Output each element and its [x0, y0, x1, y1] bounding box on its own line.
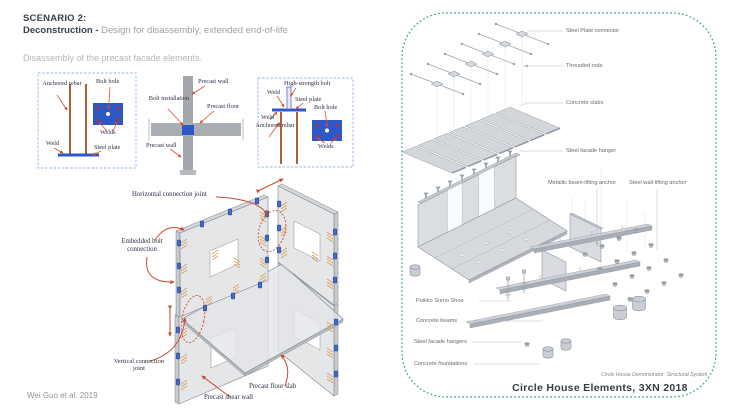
- label-steel-plate-connector: Steel Plate connector: [566, 28, 620, 34]
- label-horizontal-joint: Horizontal connection joint: [132, 191, 207, 198]
- label-bolt-installation: Bolt installation: [148, 95, 190, 102]
- label-precast-wall-top: Precast wall: [198, 78, 229, 85]
- label-steel-wall-lifting-anchor: Steel wall-lifting anchor: [629, 180, 687, 186]
- label-welds-2: Welds: [318, 143, 334, 150]
- diagram-caption: Circle House Elements, 3XN 2018: [512, 382, 688, 394]
- label-weld-left: Weld: [261, 114, 275, 121]
- label-high-strength-bolt: High-strength bolt: [284, 80, 331, 87]
- subtitle-bold: Deconstruction -: [23, 25, 99, 36]
- label-anchored-rebar-2: Anchored rebar: [255, 122, 295, 129]
- scenario-title: SCENARIO 2:: [23, 13, 87, 24]
- label-floor-slab: Precast floor slab: [249, 383, 297, 390]
- label-bolt-hole: Bolt hole: [96, 78, 120, 85]
- label-steel-plate: Steel plate: [94, 144, 121, 151]
- detail-box-right: [257, 77, 354, 168]
- label-bolt-hole-2: Bolt hole: [314, 104, 338, 111]
- slide-description: Disassembly of the precast facade elemen…: [23, 53, 203, 63]
- label-precast-wall-bottom: Precast wall: [146, 142, 177, 149]
- circle-house-diagram: [401, 22, 684, 365]
- label-concrete-foundations: Concrete foundations: [414, 361, 468, 367]
- label-steel-facade-hanger: Steel facade hanger: [566, 148, 617, 154]
- citation: Wei Guo et al. 2019: [27, 391, 98, 400]
- diagram-subcaption: Circle House Demonstrator: Structural Sy…: [601, 372, 708, 378]
- label-shear-wall: Precast shear wall: [204, 394, 254, 401]
- label-concrete-slabs: Concrete slabs: [566, 100, 604, 106]
- label-weld-top: Weld: [267, 89, 281, 96]
- label-threaded-rods: Threaded rods: [566, 63, 603, 69]
- label-peikko-sumo-shoe: Peikko Sumo Shoe: [416, 298, 464, 304]
- label-welds: Welds: [100, 129, 116, 136]
- label-weld: Weld: [46, 140, 60, 147]
- detail-box-left: [37, 72, 137, 169]
- subtitle-rest: Design for disassembly, extended end-of-…: [98, 25, 288, 36]
- slide-subtitle: Deconstruction - Design for disassembly,…: [23, 25, 288, 36]
- label-embedded-bolt: Embedded bolt connection: [121, 238, 163, 253]
- label-anchored-rebar: Anchored rebar: [42, 80, 82, 87]
- label-precast-floor: Precast floor: [207, 103, 239, 110]
- detail-diagram-center: [148, 76, 244, 175]
- circle-house-border: [401, 12, 717, 398]
- label-steel-plate-2: Steel plate: [295, 96, 322, 103]
- label-steel-facade-hangers: Steel facade hangers: [414, 339, 467, 345]
- label-concrete-beams: Concrete beams: [416, 318, 458, 324]
- label-metallic-beam-lifting-anchor: Metallic beam-lifting anchor: [548, 180, 617, 186]
- label-vertical-joint: Vertical connection joint: [113, 358, 165, 373]
- facade-axonometric: [146, 178, 344, 405]
